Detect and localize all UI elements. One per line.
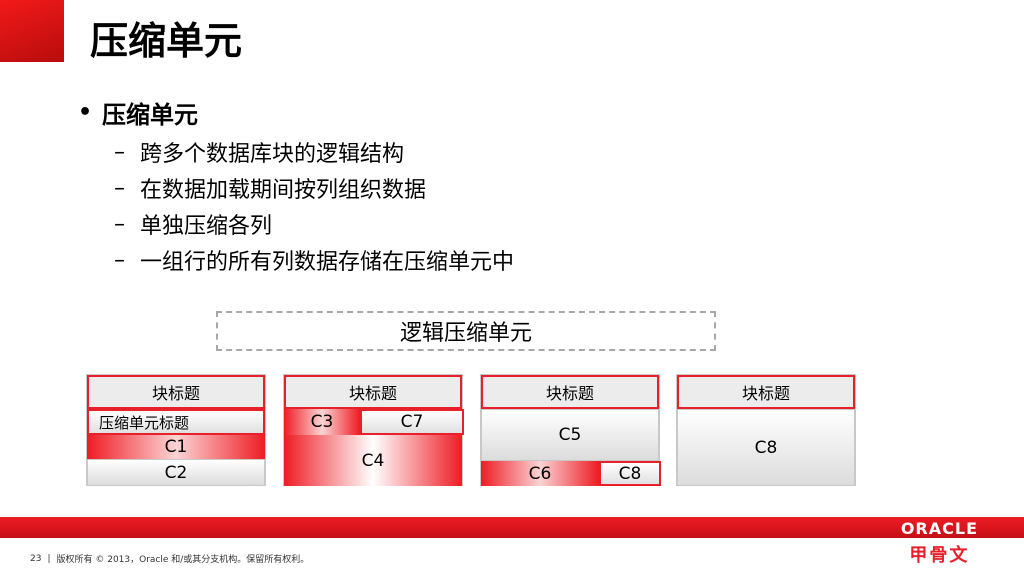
block-header: 块标题: [87, 375, 265, 409]
column-segment-c3: C3: [284, 409, 360, 435]
bullet-dot: •: [78, 99, 93, 125]
footer: 23 | 版权所有 © 2013，Oracle 和/或其分支机构。保留所有权利。: [30, 552, 310, 566]
sub-bullet-text: 一组行的所有列数据存储在压缩单元中: [140, 250, 515, 275]
corner-accent: [0, 0, 64, 62]
footer-separator: |: [47, 553, 51, 564]
block-header: 块标题: [481, 375, 659, 409]
sub-bullet-text: 在数据加载期间按列组织数据: [140, 178, 427, 203]
column-segment-c7: C7: [360, 409, 464, 435]
oracle-logo: ORACLE 甲骨文: [901, 519, 978, 567]
column-segment-c8: C8: [599, 461, 661, 486]
column-segment-c4: C4: [284, 435, 462, 486]
page-number: 23: [30, 553, 42, 564]
dash-mark: –: [114, 211, 125, 237]
sub-bullet-item: – 一组行的所有列数据存储在压缩单元中: [114, 242, 514, 278]
logical-compression-unit: 逻辑压缩单元: [216, 311, 716, 351]
data-block-2: 块标题 C3 C7 C4: [283, 374, 464, 486]
data-block-4: 块标题 C8: [676, 374, 856, 486]
sub-bullet-item: – 单独压缩各列: [114, 206, 514, 242]
sub-bullet-text: 单独压缩各列: [140, 214, 273, 239]
copyright-text: 版权所有 © 2013，Oracle 和/或其分支机构。保留所有权利。: [56, 555, 310, 565]
footer-bar: [0, 517, 1024, 538]
cu-header-segment: 压缩单元标题: [87, 409, 265, 435]
column-segment-c1: C1: [87, 435, 265, 459]
sub-bullet-list: – 跨多个数据库块的逻辑结构 – 在数据加载期间按列组织数据 – 单独压缩各列 …: [114, 134, 514, 278]
column-segment-c2: C2: [87, 459, 265, 486]
sub-bullet-item: – 跨多个数据库块的逻辑结构: [114, 134, 514, 170]
column-segment-c8: C8: [677, 409, 855, 486]
oracle-logo-en: ORACLE: [900, 519, 978, 538]
block-header: 块标题: [284, 375, 462, 409]
block-header: 块标题: [677, 375, 855, 409]
bullet-item: • 压缩单元: [78, 96, 514, 129]
sub-bullet-item: – 在数据加载期间按列组织数据: [114, 170, 514, 206]
dash-mark: –: [114, 175, 125, 201]
column-segment-c5: C5: [481, 409, 659, 461]
slide-title: 压缩单元: [90, 19, 243, 63]
dash-mark: –: [114, 247, 125, 273]
data-block-1: 块标题 压缩单元标题 C1 C2: [86, 374, 266, 486]
column-segment-c6: C6: [481, 461, 599, 486]
dash-mark: –: [114, 139, 125, 165]
bullet-text: 压缩单元: [102, 100, 198, 129]
data-block-3: 块标题 C5 C6 C8: [480, 374, 661, 486]
bullet-list: • 压缩单元 – 跨多个数据库块的逻辑结构 – 在数据加载期间按列组织数据 – …: [78, 96, 514, 278]
sub-bullet-text: 跨多个数据库块的逻辑结构: [140, 142, 405, 167]
oracle-logo-cn: 甲骨文: [909, 545, 970, 566]
